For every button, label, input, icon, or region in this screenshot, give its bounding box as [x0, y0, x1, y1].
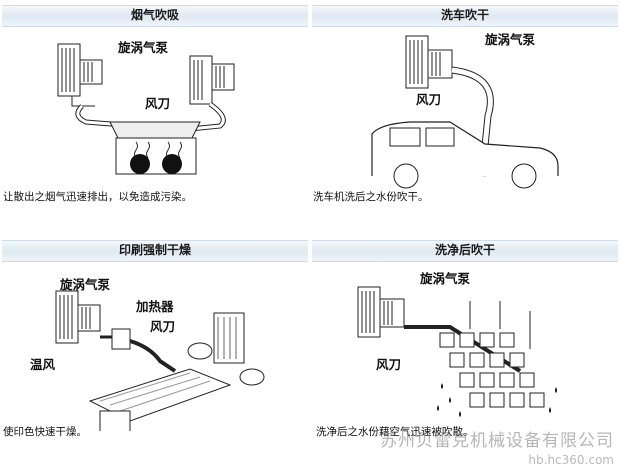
label-air-knife: 风刀 [145, 96, 170, 111]
panel-caption: 洗车机洗后之水份吹干。 [313, 191, 429, 203]
panel-title: 烟气吹吸 [130, 8, 179, 22]
label-blower-pump: 旋涡气泵 [484, 32, 536, 47]
blower-pump [405, 35, 453, 89]
panel-wash-drying: 洗净后吹干 旋涡气泵 风刀 洗净后之水份藉空气迅速被吹散。 [310, 235, 620, 469]
wash-drying-diagram: 旋涡气泵 风刀 [357, 271, 557, 417]
panel-title: 印刷强制干燥 [118, 243, 191, 257]
title-bar [312, 240, 618, 262]
title-bar [2, 240, 308, 262]
rack-grid [439, 332, 545, 408]
panel-print-drying: 印刷强制干燥 旋涡气泵 加热器 风刀 温风 使印色快速干燥。 [0, 235, 310, 469]
label-air-knife: 风刀 [150, 319, 175, 334]
blower-pump [55, 290, 101, 344]
label-blower-pump: 旋涡气泵 [117, 40, 169, 55]
blower-pump [357, 286, 405, 338]
watermark-url: hb.hc360.com [528, 453, 614, 467]
panel-caption: 使印色快速干燥。 [3, 426, 87, 438]
panel-car-wash-drying: 洗车吹干 旋涡气泵 风刀 洗车机洗后之水份吹干。 [310, 0, 620, 234]
label-blower-pump: 旋涡气泵 [419, 271, 471, 286]
print-drying-diagram: 旋涡气泵 加热器 风刀 温风 [30, 277, 265, 431]
panel-smoke-suction: 烟气吹吸 旋涡气泵 风刀 让散出之烟气迅速 [0, 0, 310, 234]
label-warm-air: 温风 [30, 357, 56, 372]
panel-title: 洗车吹干 [440, 8, 489, 22]
blower-pump-right [189, 55, 235, 105]
label-air-knife: 风刀 [416, 92, 441, 107]
blower-pump-left [57, 43, 103, 107]
title-bar [2, 5, 308, 27]
panel-caption: 让散出之烟气迅速排出，以免造成污染。 [3, 191, 192, 203]
label-blower-pump: 旋涡气泵 [59, 277, 111, 292]
watermark-company: 苏州贝雷克机械设备有限公司 [380, 431, 614, 451]
title-bar [312, 5, 618, 27]
water-drops [437, 383, 557, 417]
heater-box [111, 328, 131, 350]
panel-title: 洗净后吹干 [434, 243, 495, 257]
label-air-knife: 风刀 [376, 357, 401, 372]
label-heater: 加热器 [135, 299, 174, 314]
panel-caption: 洗净后之水份藉空气迅速被吹散。 [316, 426, 474, 438]
smoke-suction-diagram: 旋涡气泵 风刀 [57, 40, 235, 175]
car-wash-diagram: 旋涡气泵 风刀 [371, 32, 559, 189]
